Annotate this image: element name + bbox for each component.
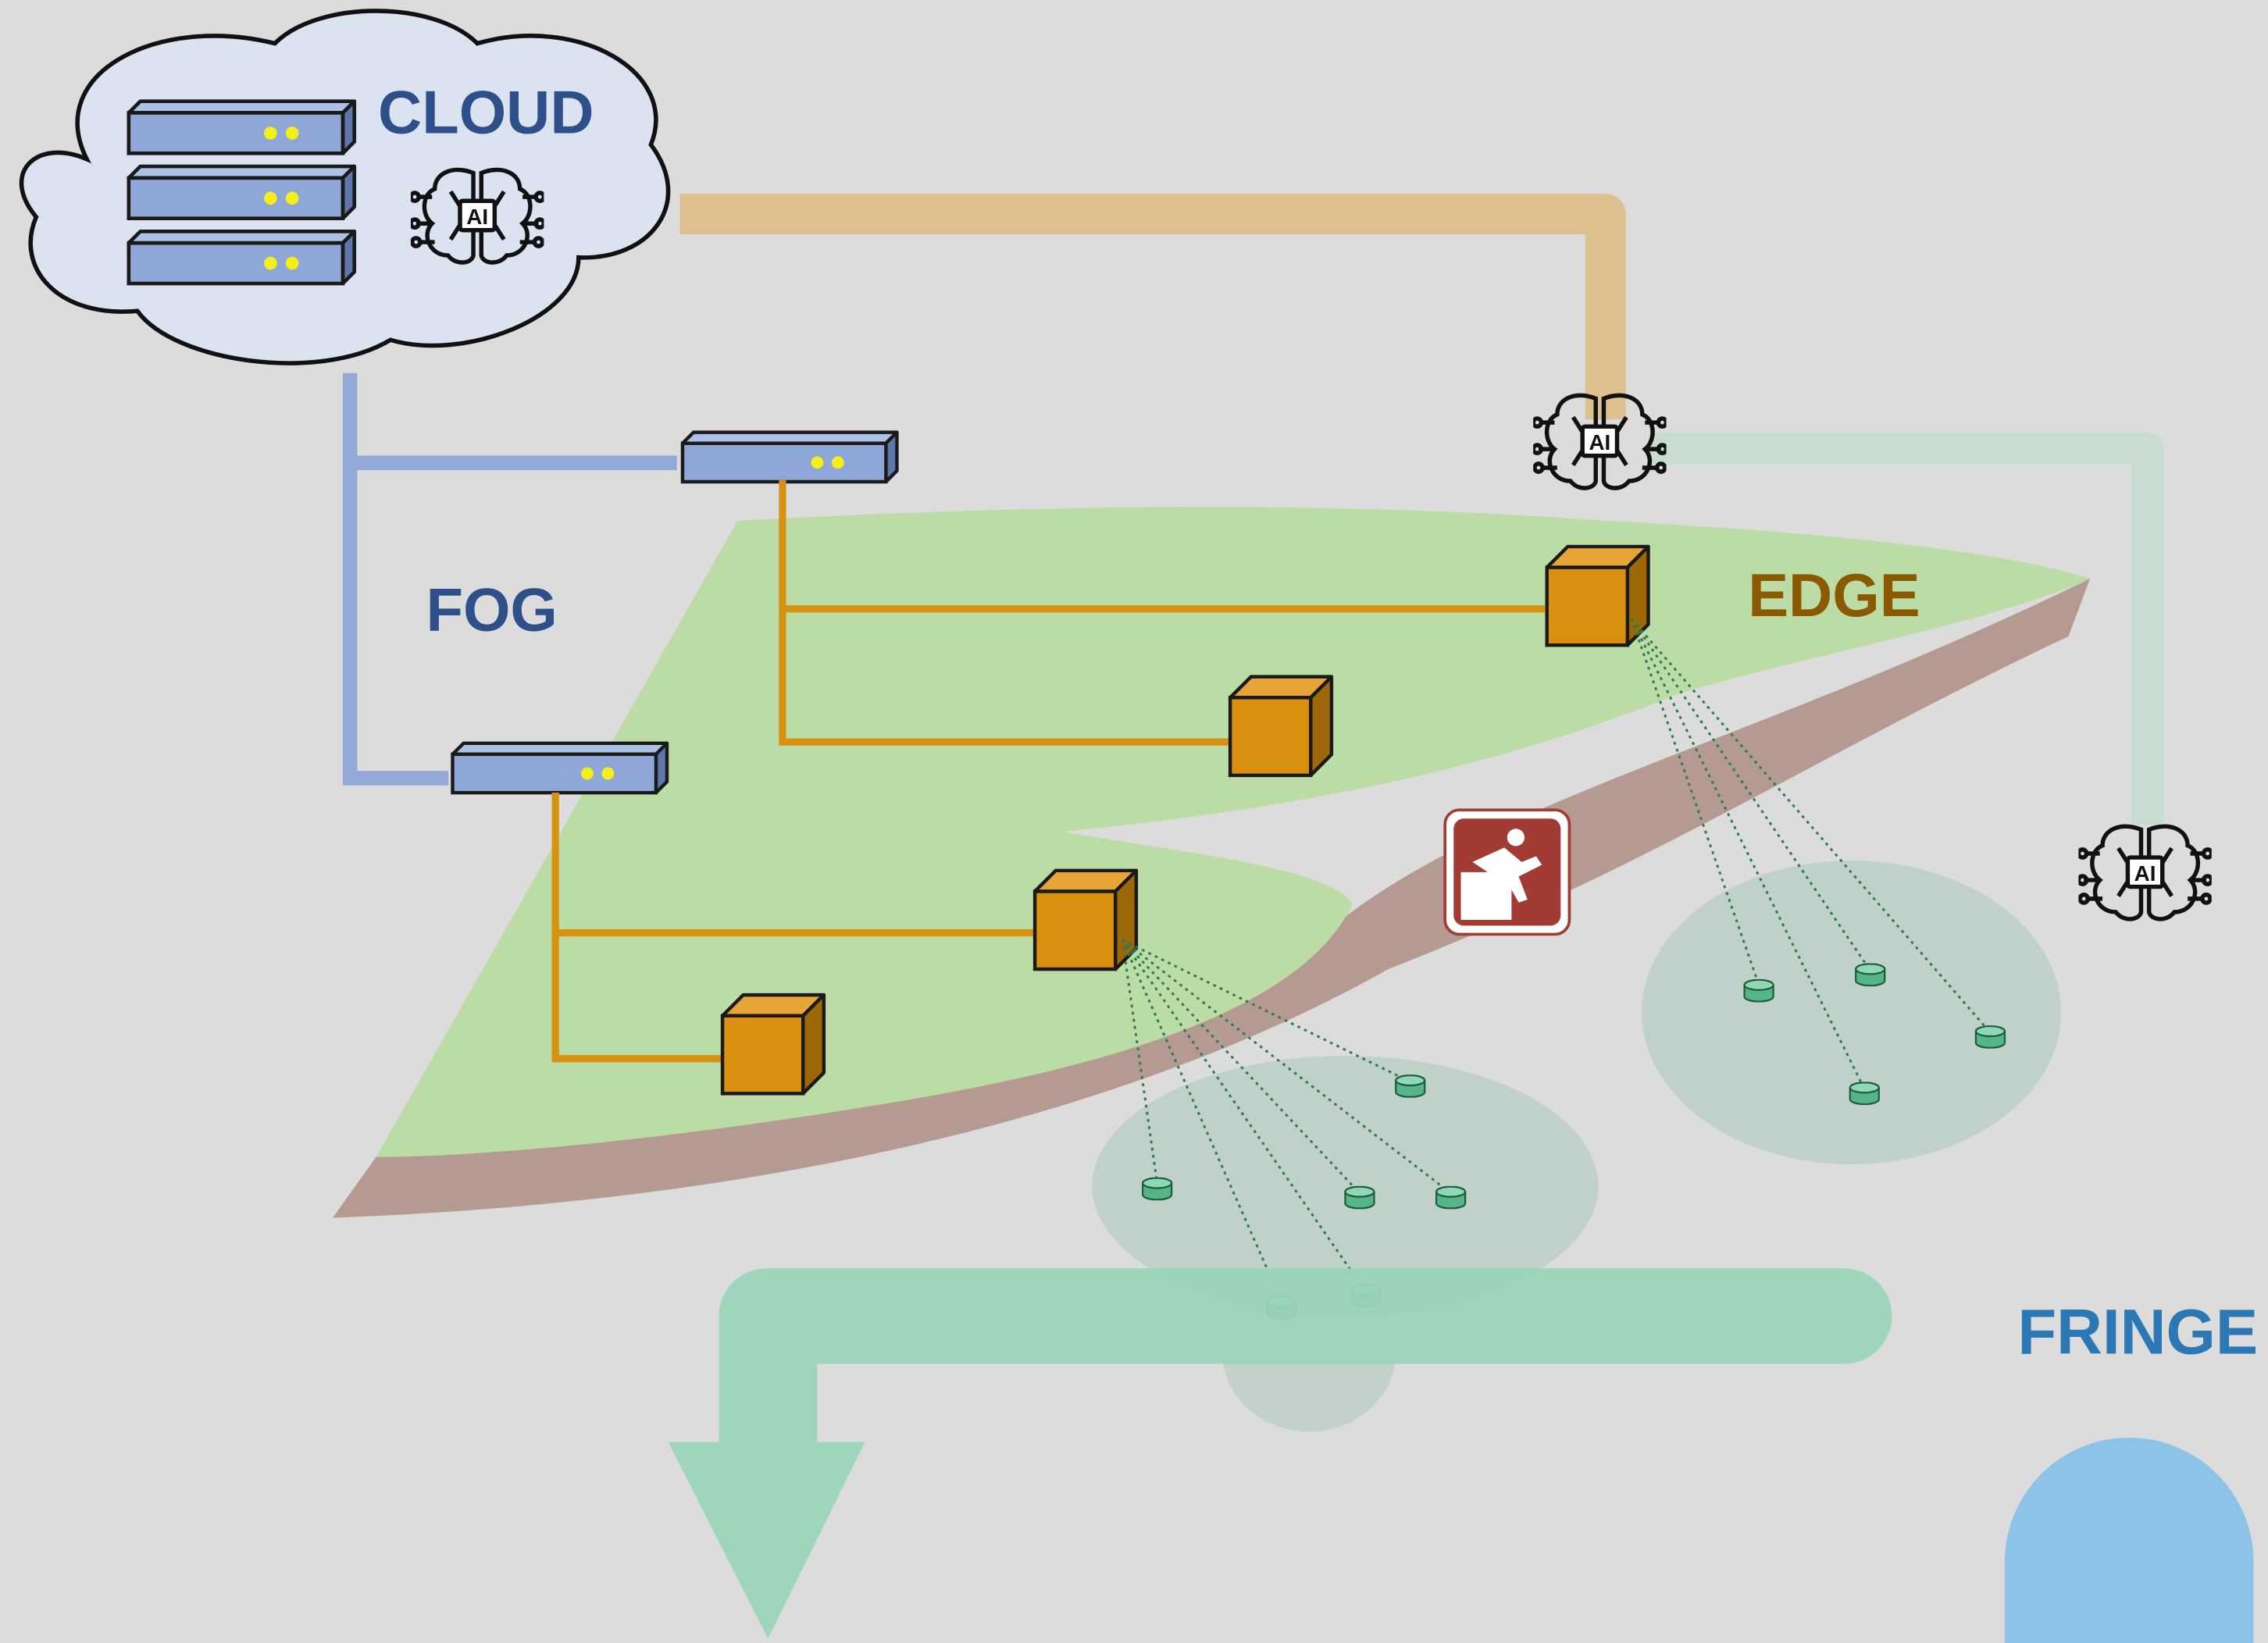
edge-device-icon <box>722 995 824 1093</box>
soil-layer <box>332 578 2091 1218</box>
edge-label: EDGE <box>1748 562 1920 629</box>
sensor-icon <box>1855 963 1886 987</box>
edge-device-icon <box>1230 677 1332 775</box>
sensor-icon <box>1395 1075 1426 1098</box>
sensor-icon <box>1974 1025 2006 1049</box>
edge-device-icon <box>1035 871 1136 969</box>
sensor-icon <box>1849 1082 1880 1105</box>
fall-hazard-icon <box>1443 808 1571 936</box>
ai-label: AI <box>1589 430 1610 454</box>
fringe-label: FRINGE <box>2017 1297 2258 1368</box>
fog-link <box>342 372 677 786</box>
fringe-arrow <box>668 1268 1892 1639</box>
cloud-to-edge-pipe <box>679 194 1626 420</box>
ai-label: AI <box>466 205 488 229</box>
ai-label: AI <box>2134 861 2156 886</box>
cloud-label: CLOUD <box>378 79 594 146</box>
sensor-icon <box>1743 978 1774 1003</box>
fog-server-icon <box>453 743 667 793</box>
wireless-links <box>1121 618 1992 1303</box>
fog-server-icon <box>683 433 897 482</box>
server-icon <box>129 166 355 219</box>
fog-label: FOG <box>426 577 557 644</box>
sensor-icon <box>1344 1185 1375 1210</box>
server-icon <box>129 102 355 154</box>
edge-to-fringe-pipe <box>1649 432 2164 825</box>
edge-links <box>551 479 1545 1063</box>
edge-device-icon <box>1547 547 1649 645</box>
sensor-icon <box>1435 1185 1467 1210</box>
sensor-icon <box>1142 1177 1173 1201</box>
fringe-drop-shape <box>2004 1437 2254 1643</box>
server-icon <box>129 231 355 283</box>
cloud-server-stack <box>129 102 355 283</box>
fog-network <box>342 372 897 793</box>
